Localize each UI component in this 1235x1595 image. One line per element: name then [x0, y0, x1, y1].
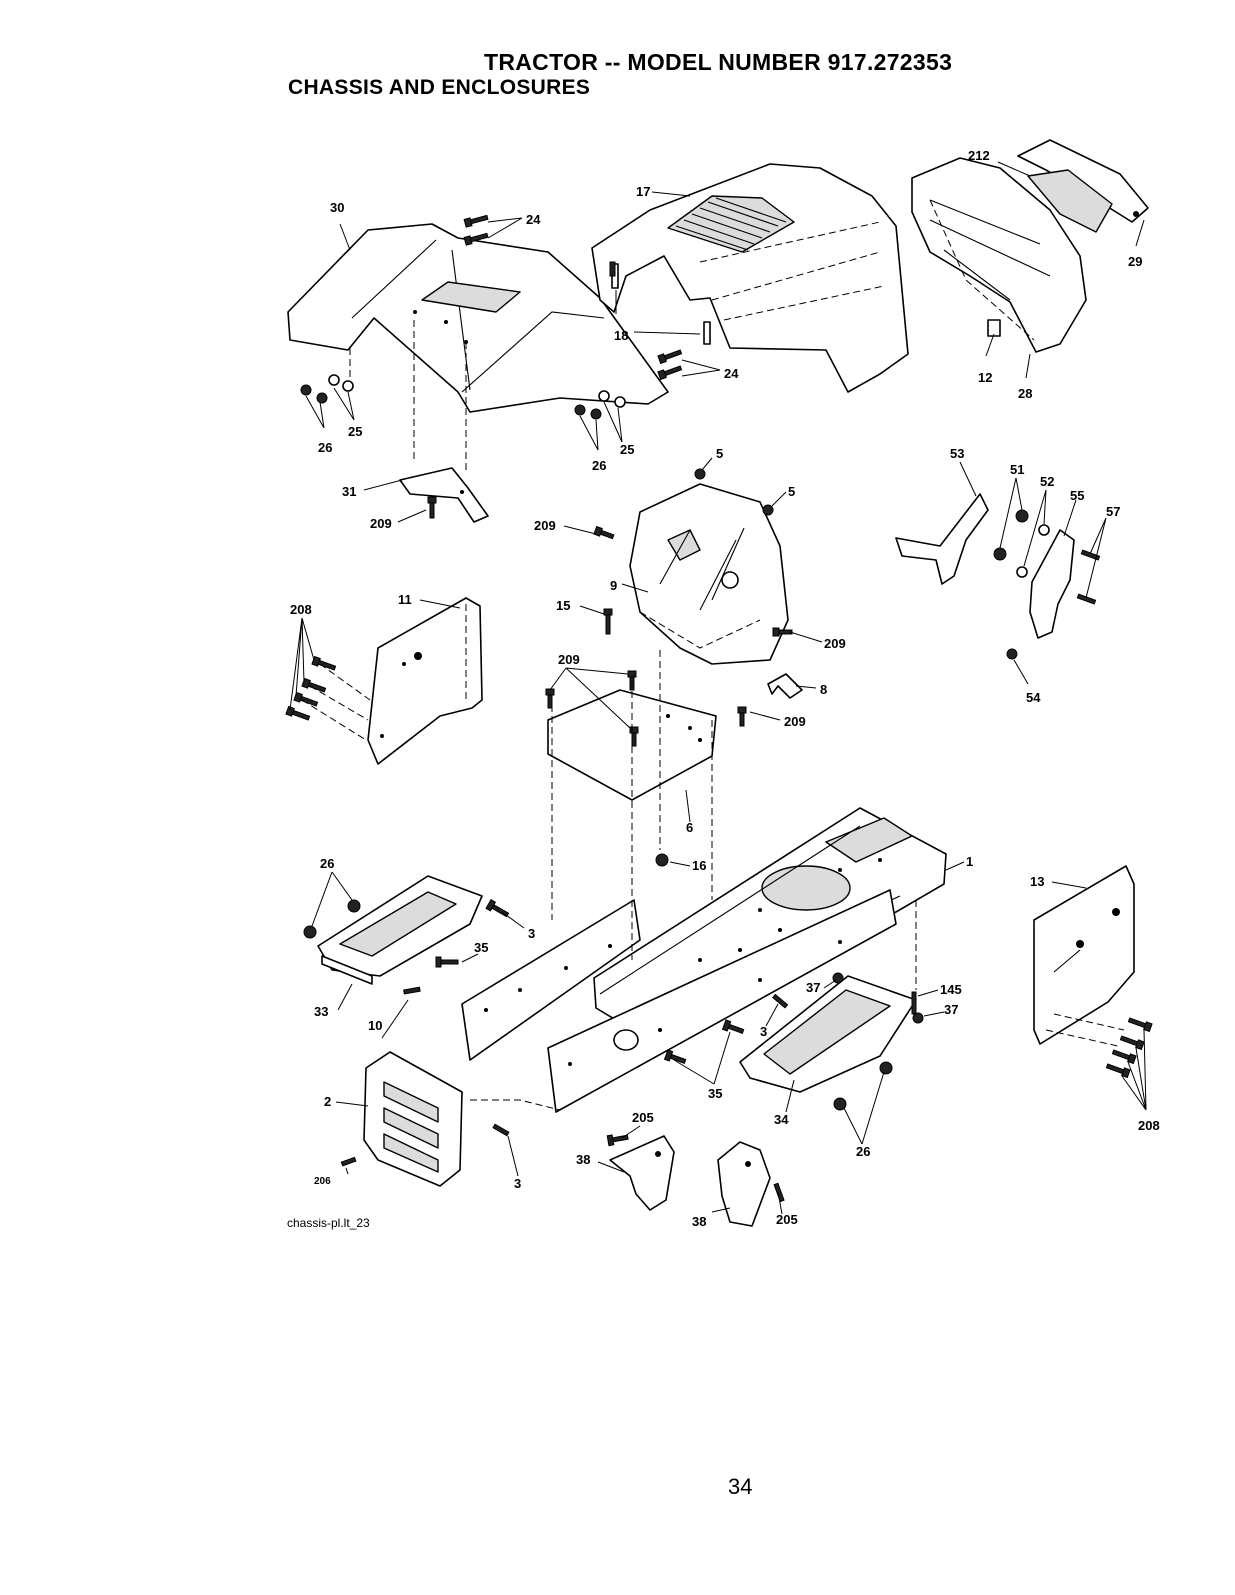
callout-5b: 5	[788, 484, 795, 499]
callout-1: 1	[966, 854, 973, 869]
callout-24a: 24	[526, 212, 541, 227]
callout-2: 2	[324, 1094, 331, 1109]
callout-9: 9	[610, 578, 617, 593]
part-fender-bracket	[400, 468, 488, 522]
callout-209b: 209	[534, 518, 556, 533]
callout-38a: 38	[576, 1152, 590, 1167]
callout-12: 12	[978, 370, 992, 385]
callout-35a: 35	[474, 940, 488, 955]
callout-8: 8	[820, 682, 827, 697]
callout-206: 206	[314, 1176, 331, 1187]
callout-34: 34	[774, 1112, 789, 1127]
callout-26b: 26	[592, 458, 606, 473]
callout-18: 18	[614, 328, 628, 343]
callout-37a: 37	[806, 980, 820, 995]
callout-24b: 24	[724, 366, 739, 381]
callout-205a: 205	[632, 1110, 654, 1125]
callout-209d: 209	[824, 636, 846, 651]
callout-26c: 26	[320, 856, 334, 871]
part-side-panel-left	[368, 598, 482, 764]
callout-26d: 26	[856, 1144, 870, 1159]
callout-208a: 208	[290, 602, 312, 617]
callout-38b: 38	[692, 1214, 706, 1229]
callout-25a: 25	[348, 424, 362, 439]
callout-10: 10	[368, 1018, 382, 1033]
callout-55: 55	[1070, 488, 1084, 503]
callout-25b: 25	[620, 442, 634, 457]
callout-17: 17	[636, 184, 650, 199]
callout-29: 29	[1128, 254, 1142, 269]
callout-6: 6	[686, 820, 693, 835]
callout-3c: 3	[514, 1176, 521, 1191]
callout-28: 28	[1018, 386, 1032, 401]
callout-35b: 35	[708, 1086, 722, 1101]
callout-53: 53	[950, 446, 964, 461]
figure-id: chassis-pl.lt_23	[287, 1216, 370, 1230]
part-hitch-plate	[364, 1052, 462, 1186]
callout-209c: 209	[558, 652, 580, 667]
part-bracket-38-right	[718, 1142, 770, 1226]
callout-51: 51	[1010, 462, 1024, 477]
part-plate-55	[1030, 530, 1074, 638]
callout-208b: 208	[1138, 1118, 1160, 1133]
page-number: 34	[728, 1474, 752, 1500]
callout-52: 52	[1040, 474, 1054, 489]
callout-13: 13	[1030, 874, 1044, 889]
callout-33: 33	[314, 1004, 328, 1019]
callout-16: 16	[692, 858, 706, 873]
callout-209a: 209	[370, 516, 392, 531]
callout-5a: 5	[716, 446, 723, 461]
callout-11: 11	[398, 592, 412, 607]
callout-209e: 209	[784, 714, 806, 729]
callout-205b: 205	[776, 1212, 798, 1227]
part-side-panel-right	[1034, 866, 1134, 1044]
part-bracket-53	[896, 494, 988, 584]
part-footrest-left	[318, 876, 482, 984]
callout-3a: 3	[528, 926, 535, 941]
callout-31: 31	[342, 484, 356, 499]
callout-57: 57	[1106, 504, 1120, 519]
callout-145: 145	[940, 982, 962, 997]
callout-30: 30	[330, 200, 344, 215]
callout-37b: 37	[944, 1002, 958, 1017]
callout-3b: 3	[760, 1024, 767, 1039]
callout-54: 54	[1026, 690, 1041, 705]
part-bracket-38-left	[610, 1136, 674, 1210]
callout-15: 15	[556, 598, 570, 613]
callout-26a: 26	[318, 440, 332, 455]
callout-212: 212	[968, 148, 990, 163]
